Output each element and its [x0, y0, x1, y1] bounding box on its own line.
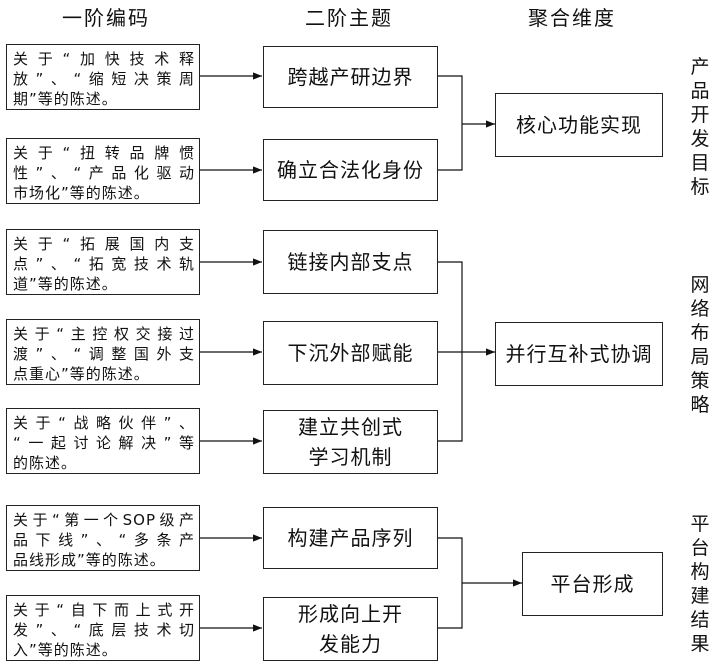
bracket-group-1	[438, 75, 463, 171]
theme-box-6: 构建产品序列	[263, 507, 438, 569]
side-label-network-strategy: 网络布局策略	[690, 274, 710, 416]
theme-box-1: 跨越产研边界	[263, 46, 438, 108]
bracket-group-3	[438, 537, 463, 629]
theme-box-5: 建立共创式学习机制	[263, 410, 438, 474]
code-box-7: 关于“自下而上式开 发”、“底层技术切 入”等的陈述。	[6, 595, 200, 661]
code-line: 市场化”等的陈述。	[13, 184, 150, 202]
theme-box-3: 链接内部支点	[263, 230, 438, 294]
code-line: 品线形成”等的陈述。	[13, 551, 166, 569]
dimension-box-3: 平台形成	[522, 552, 663, 616]
code-line: 性”、“产品化驱动	[13, 164, 195, 182]
side-label-platform-result: 平台构建结果	[690, 513, 710, 655]
code-line: 道”等的陈述。	[13, 275, 118, 293]
code-line: 品下线”、“多条产	[13, 531, 195, 549]
code-box-4: 关于“主控权交接过 渡”、“调整国外支 点重心”等的陈述。	[6, 319, 200, 385]
code-line: 关于“自下而上式开	[13, 601, 195, 619]
code-line: 入”等的陈述。	[13, 641, 118, 659]
code-line: 渡”、“调整国外支	[13, 345, 195, 363]
code-box-1: 关于“加快技术释 放”、“缩短决策周 期”等的陈述。	[6, 44, 200, 110]
code-line: 关于“扭转品牌惯	[13, 144, 195, 162]
code-line: 关于“加快技术释	[13, 50, 195, 68]
header-first-order-codes: 一阶编码	[62, 6, 150, 30]
code-line: “一起讨论解决”等	[13, 434, 195, 452]
side-label-product-goal: 产品开发目标	[690, 56, 710, 198]
code-line: 放”、“缩短决策周	[13, 70, 195, 88]
code-line: 的陈述。	[13, 454, 78, 472]
code-line: 发”、“底层技术切	[13, 621, 195, 639]
code-line: 关于“拓展国内支	[13, 235, 195, 253]
dimension-box-1: 核心功能实现	[495, 93, 663, 157]
header-aggregate-dimensions: 聚合维度	[528, 6, 616, 30]
theme-box-7: 形成向上开发能力	[263, 597, 438, 661]
dimension-box-2: 并行互补式协调	[495, 322, 663, 386]
code-line: 点重心”等的陈述。	[13, 365, 150, 383]
code-line: 关于“主控权交接过	[13, 325, 195, 343]
code-line: 关于“战略伙伴”、	[13, 414, 195, 432]
code-box-6: 关于“第一个SOP级产 品下线”、“多条产 品线形成”等的陈述。	[6, 505, 200, 571]
code-box-3: 关于“拓展国内支 点”、“拓宽技术轨 道”等的陈述。	[6, 229, 200, 295]
code-line: 关于“第一个SOP级产	[13, 511, 195, 529]
theme-box-4: 下沉外部赋能	[263, 321, 438, 385]
header-second-order-themes: 二阶主题	[305, 6, 393, 30]
code-box-2: 关于“扭转品牌惯 性”、“产品化驱动 市场化”等的陈述。	[6, 138, 200, 204]
theme-box-2: 确立合法化身份	[263, 139, 438, 201]
code-box-5: 关于“战略伙伴”、 “一起讨论解决”等 的陈述。	[6, 408, 200, 474]
code-line: 期”等的陈述。	[13, 90, 118, 108]
code-line: 点”、“拓宽技术轨	[13, 255, 195, 273]
